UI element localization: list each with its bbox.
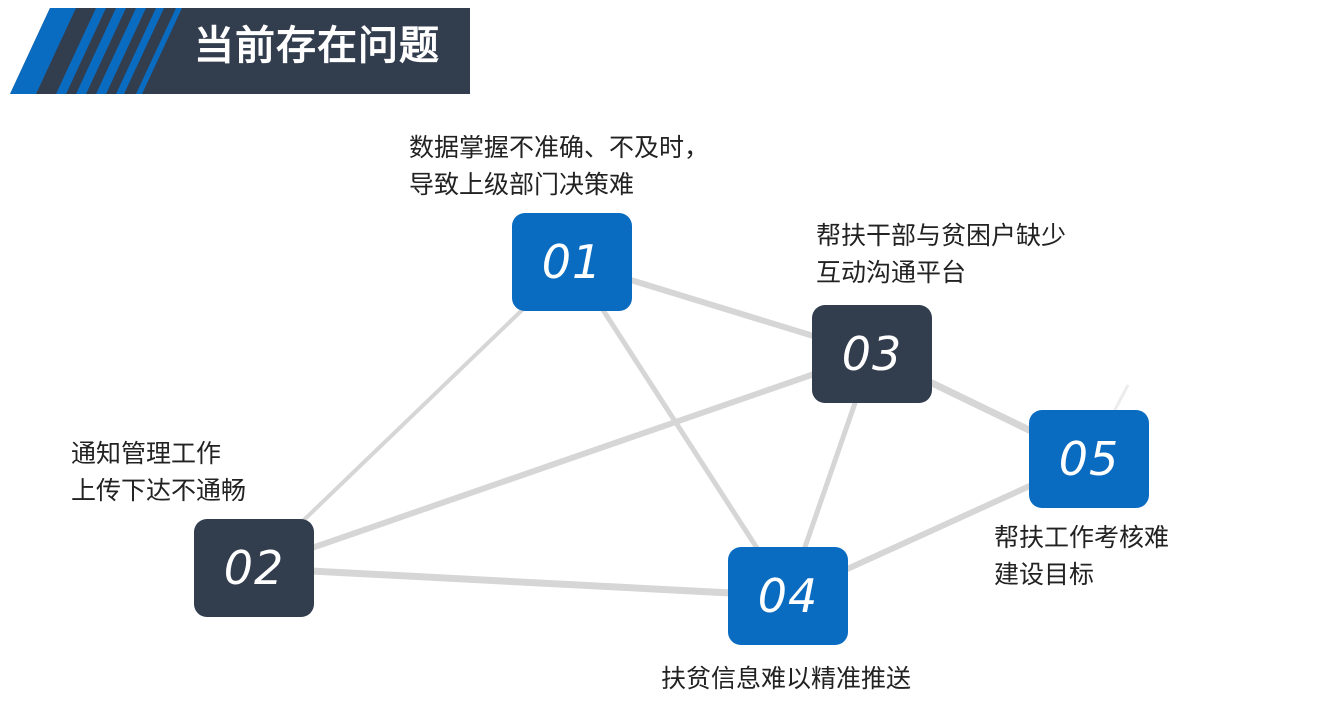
- caption-02: 通知管理工作 上传下达不通畅: [71, 435, 246, 509]
- caption-line: 帮扶干部与贫困户缺少: [816, 221, 1067, 250]
- link-n01-n02: [252, 260, 574, 570]
- node-number: 01: [541, 235, 603, 289]
- node-05: 05: [1029, 410, 1149, 508]
- caption-01: 数据掌握不准确、不及时， 导致上级部门决策难: [409, 129, 709, 203]
- stripe-1: [10, 8, 76, 94]
- caption-04: 扶贫信息难以精准推送: [661, 660, 911, 697]
- caption-03: 帮扶干部与贫困户缺少 互动沟通平台: [816, 217, 1066, 291]
- stripe-5: [116, 8, 164, 94]
- title-band: [10, 8, 470, 94]
- caption-line: 数据掌握不准确、不及时，: [409, 133, 710, 162]
- caption-line: 帮扶工作考核难: [994, 523, 1170, 552]
- stripe-4: [96, 8, 146, 94]
- node-number: 05: [1058, 432, 1120, 486]
- caption-line: 扶贫信息难以精准推送: [661, 664, 912, 693]
- node-04: 04: [728, 547, 848, 645]
- caption-line: 通知管理工作: [71, 439, 222, 468]
- caption-line: 建设目标: [994, 560, 1095, 589]
- node-number: 03: [841, 327, 903, 381]
- link-n01-n04: [569, 259, 791, 599]
- node-number: 02: [223, 541, 285, 595]
- link-n02-n04: [250, 564, 792, 600]
- header-banner-graphic: [10, 8, 470, 94]
- section-header: 当前存在问题: [0, 0, 480, 100]
- node-01: 01: [512, 213, 632, 311]
- node-number: 04: [757, 569, 819, 623]
- caption-line: 导致上级部门决策难: [409, 170, 635, 199]
- stripe-3: [76, 8, 126, 94]
- caption-line: 互动沟通平台: [816, 258, 967, 287]
- node-03: 03: [812, 305, 932, 403]
- page-title: 当前存在问题: [194, 23, 440, 69]
- node-02: 02: [194, 519, 314, 617]
- caption-line: 上传下达不通畅: [71, 476, 247, 505]
- link-n02-n03: [251, 351, 875, 571]
- stripe-2: [56, 8, 106, 94]
- stripe-6: [136, 8, 182, 94]
- caption-05: 帮扶工作考核难 建设目标: [994, 519, 1169, 593]
